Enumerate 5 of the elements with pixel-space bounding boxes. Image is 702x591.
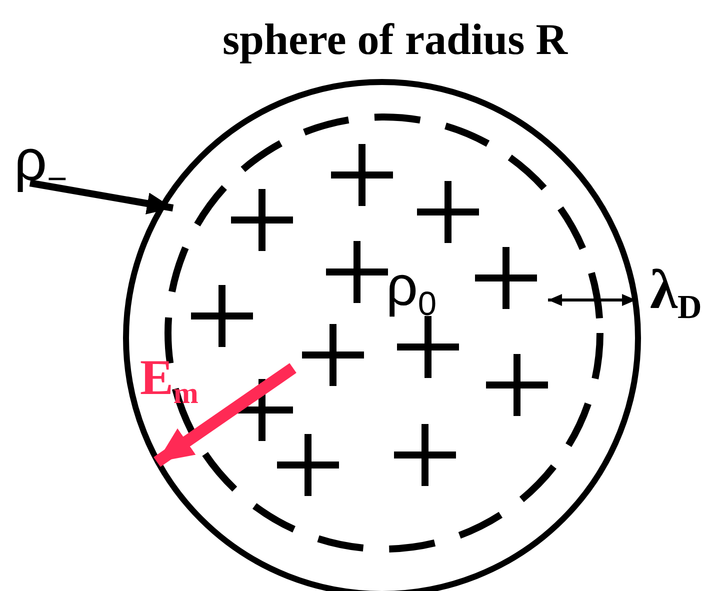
title: sphere of radius R xyxy=(221,18,569,62)
debye-length-label: λ$_{D}$ xyxy=(650,262,702,325)
leader-arrow xyxy=(29,180,174,214)
charge-density-label: ρ$_{−}$ xyxy=(14,132,68,198)
charge-density-label: ρ$_{0}$ xyxy=(386,258,437,322)
